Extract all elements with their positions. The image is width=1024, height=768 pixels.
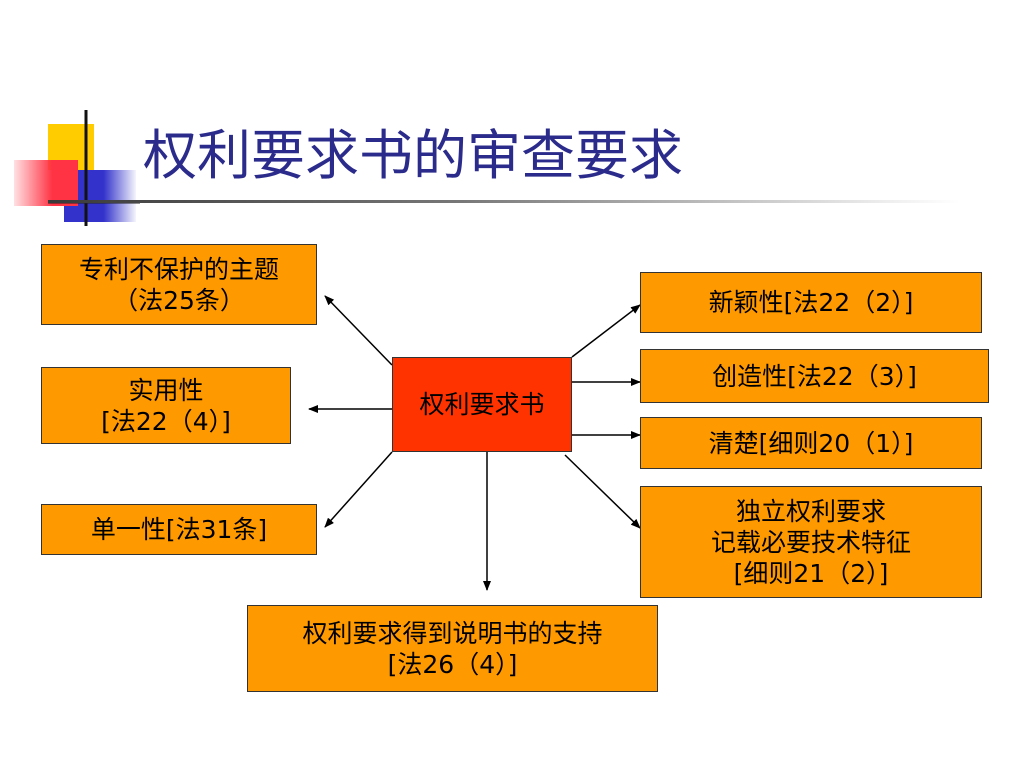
arrow-to-unity xyxy=(324,451,393,528)
center-node-claims: 权利要求书 xyxy=(392,357,572,452)
node-line: [法22（4）] xyxy=(101,406,231,436)
node-line: 清楚[细则20（1）] xyxy=(708,428,914,458)
node-non-patentable-subject: 专利不保护的主题 （法25条） xyxy=(41,244,317,325)
node-independent-claim-features: 独立权利要求 记载必要技术特征 [细则21（2）] xyxy=(640,486,982,598)
node-line: （法25条） xyxy=(113,285,245,315)
node-clarity: 清楚[细则20（1）] xyxy=(640,417,982,469)
node-line: 记载必要技术特征 xyxy=(710,527,911,557)
center-node-label: 权利要求书 xyxy=(419,390,545,419)
node-practicality: 实用性 [法22（4）] xyxy=(41,367,291,444)
node-description-support: 权利要求得到说明书的支持 [法26（4）] xyxy=(247,605,658,692)
node-line: 实用性 xyxy=(128,375,204,405)
node-line: 专利不保护的主题 xyxy=(78,254,279,284)
node-line: 独立权利要求 xyxy=(735,496,886,526)
node-line: 创造性[法22（3）] xyxy=(712,361,917,391)
node-novelty: 新颖性[法22（2）] xyxy=(640,272,982,333)
red-square xyxy=(14,160,78,206)
node-line: [细则21（2）] xyxy=(733,558,889,588)
title-underline xyxy=(48,200,960,203)
node-unity: 单一性[法31条] xyxy=(41,504,317,555)
node-line: [法26（4）] xyxy=(387,649,518,679)
slide-title: 权利要求书的审查要求 xyxy=(143,124,683,187)
node-line: 单一性[法31条] xyxy=(90,515,268,544)
node-inventiveness: 创造性[法22（3）] xyxy=(640,349,989,403)
arrow-to-independent-claim xyxy=(564,454,641,529)
arrow-to-novelty xyxy=(571,304,641,358)
arrow-to-subject-matter xyxy=(324,295,393,366)
node-line: 权利要求得到说明书的支持 xyxy=(302,618,603,648)
node-line: 新颖性[法22（2）] xyxy=(708,288,914,317)
